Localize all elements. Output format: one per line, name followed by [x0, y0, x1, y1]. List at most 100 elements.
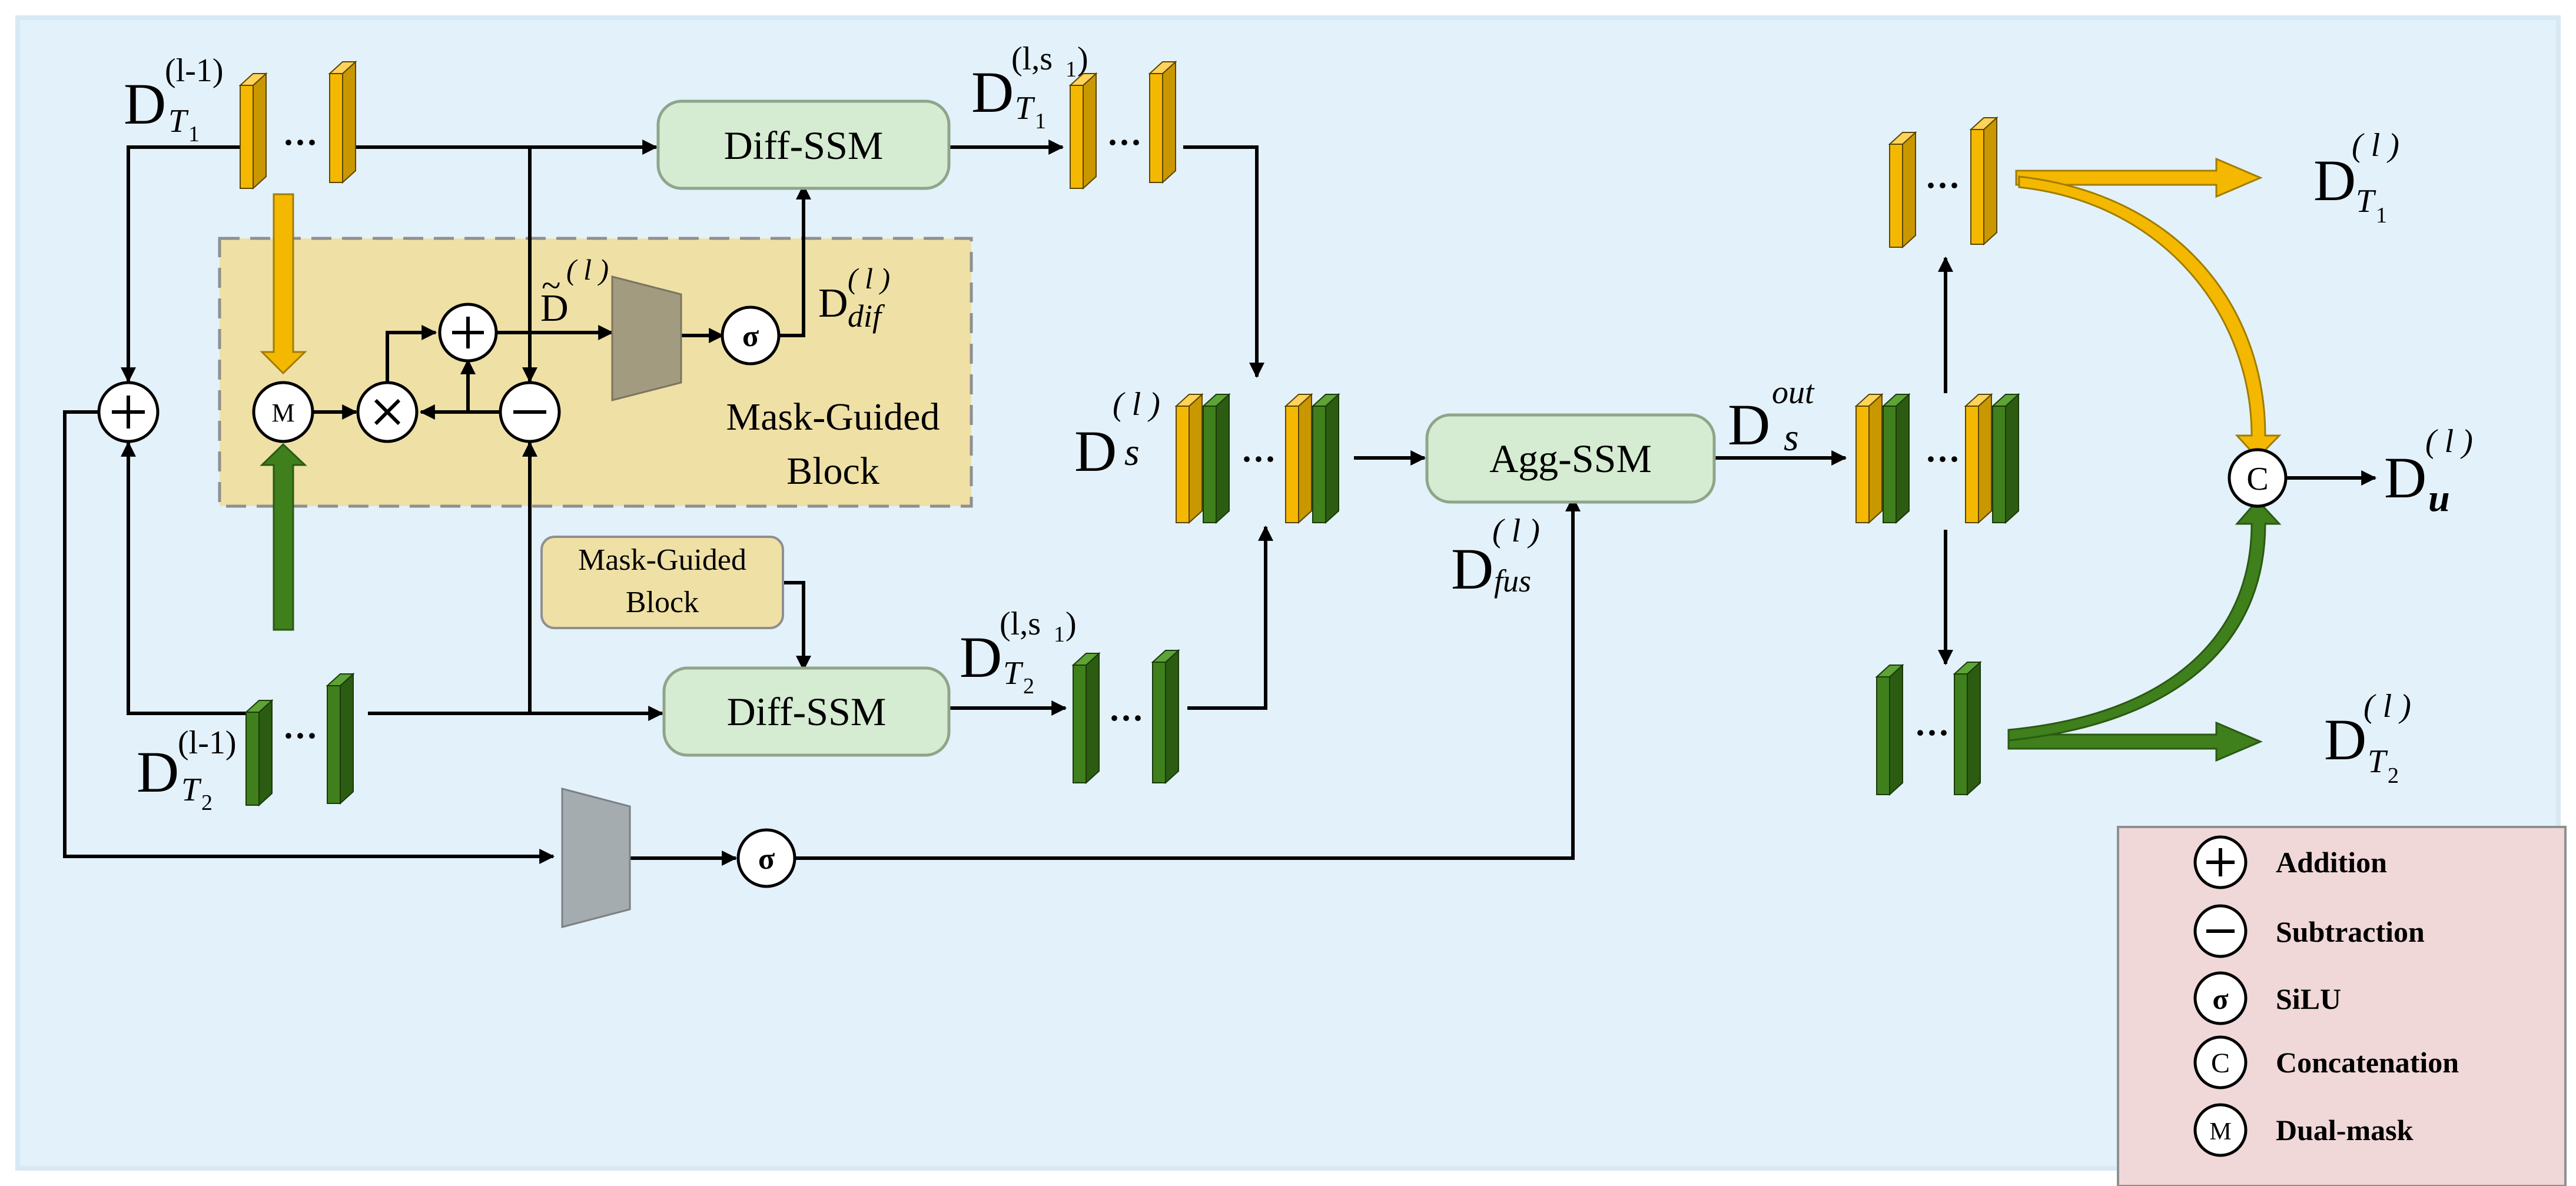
conv-trapezoid-taupe — [611, 275, 682, 401]
add-node-left — [97, 381, 160, 443]
silu-icon — [2193, 971, 2248, 1025]
label-d-t1-ls1-sup-close: ) — [1077, 41, 1088, 77]
label-d-s-main: D — [1074, 418, 1117, 484]
t1-mask-arrow — [260, 193, 307, 375]
label-d-t2-ls1: D (l,s 1 ) T 2 — [960, 606, 1077, 699]
t1-output-features: ··· — [1888, 116, 1999, 249]
label-d-u-sup: ( l ) — [2425, 423, 2473, 460]
label-d-t1-out: D ( l ) T 1 — [2313, 127, 2399, 228]
concatenation-icon — [2193, 1035, 2248, 1089]
t1-input-features: ··· — [238, 60, 357, 190]
label-d-dif-main: D — [818, 281, 848, 326]
silu-top-symbol: σ — [742, 320, 759, 353]
label-d-tilde-sup: ( l ) — [566, 253, 609, 286]
label-d-u-sub: u — [2428, 477, 2450, 520]
mask-guided-small-line1: Mask-Guided — [578, 543, 746, 577]
multiply-node — [356, 381, 419, 443]
label-d-t2-out-sup: ( l ) — [2363, 688, 2411, 725]
label-d-u-main: D — [2384, 445, 2426, 510]
label-d-t2-l-1-sub-2: 2 — [201, 790, 213, 815]
agg-ssm-label: Agg-SSM — [1489, 436, 1652, 481]
label-d-t1-out-sup: ( l ) — [2352, 127, 2399, 164]
label-d-t1-l-1: D (l-1) T 1 — [124, 52, 224, 147]
t2-diff-features: ··· — [1071, 649, 1180, 785]
label-d-tilde-main: D — [540, 287, 569, 330]
mask-guided-block-subtitle: Block — [786, 450, 879, 493]
legend-label-silu: SiLU — [2276, 982, 2341, 1015]
label-d-t1-out-sub-1: 1 — [2376, 203, 2387, 228]
label-d-t1-ls1-sup-sub: 1 — [1065, 57, 1077, 82]
label-d-s-out-sup: out — [1772, 374, 1815, 411]
diff-ssm-top-label: Diff-SSM — [724, 123, 884, 168]
ds-dots: ··· — [1241, 440, 1276, 479]
mask-guided-block-small: Mask-Guided Block — [540, 536, 784, 629]
t1-output-dots: ··· — [1925, 166, 1960, 205]
legend-label-subtraction: Subtraction — [2276, 915, 2425, 948]
label-d-dif-sup: ( l ) — [848, 262, 890, 295]
label-d-t2-l-1-sub-t: T — [181, 772, 202, 808]
legend-item-dual-mask: M Dual-mask — [2193, 1103, 2414, 1157]
legend-item-concatenation: C Concatenation — [2193, 1035, 2459, 1089]
label-d-t1-l-1-main: D — [124, 71, 166, 137]
label-d-t1-l-1-sub-t: T — [168, 103, 189, 139]
mask-node: M — [252, 381, 314, 443]
label-d-fus: D ( l ) fus — [1451, 513, 1540, 602]
legend-item-silu: σ SiLU — [2193, 971, 2341, 1025]
label-d-t2-ls1-sup-close: ) — [1065, 606, 1077, 642]
label-d-t1-ls1-sup: (l,s — [1011, 41, 1053, 77]
t1-diff-dots: ··· — [1107, 123, 1142, 162]
diff-ssm-bottom-label: Diff-SSM — [727, 689, 887, 734]
mask-input-arrows — [260, 193, 307, 631]
concat-symbol: C — [2211, 1048, 2230, 1079]
label-d-fus-sup: ( l ) — [1492, 513, 1540, 549]
label-d-t2-ls1-sup-sub: 1 — [1054, 622, 1065, 647]
mask-guided-small-line2: Block — [626, 586, 699, 619]
diff-ssm-top: Diff-SSM — [656, 99, 951, 190]
label-d-dif-sub: dif — [848, 298, 885, 334]
label-d-t2-out: D ( l ) T 2 — [2324, 688, 2411, 788]
t2-diff-dots: ··· — [1108, 699, 1144, 737]
label-d-t1-l-1-sup: (l-1) — [165, 52, 224, 89]
label-d-t2-out-sub-t: T — [2368, 743, 2388, 780]
label-d-fus-main: D — [1451, 536, 1493, 602]
label-d-t2-ls1-main: D — [960, 624, 1002, 690]
legend-item-addition: Addition — [2193, 835, 2387, 889]
subtract-node — [499, 381, 561, 443]
label-d-u: D ( l ) u — [2384, 423, 2473, 520]
label-d-dif: D ( l ) dif — [818, 262, 890, 334]
label-d-tilde: ~ D ( l ) — [540, 253, 609, 330]
silu-bottom-symbol: σ — [758, 842, 775, 876]
t2-mask-arrow — [260, 443, 307, 631]
label-d-t2-out-main: D — [2324, 707, 2366, 772]
label-d-t2-l-1: D (l-1) T 2 — [137, 725, 237, 815]
label-d-t1-out-main: D — [2313, 148, 2356, 213]
label-d-s-out-main: D — [1728, 392, 1770, 457]
label-d-t1-ls1-sub-1: 1 — [1035, 109, 1046, 134]
silu-node-top: σ — [721, 305, 781, 366]
silu-node-bottom: σ — [736, 828, 796, 888]
label-d-tilde-mark: ~ — [542, 266, 560, 305]
label-d-s-sup: ( l ) — [1113, 386, 1160, 423]
ds-out-features: ··· — [1854, 393, 2020, 524]
t2-output-dots: ··· — [1914, 713, 1950, 752]
concat-node: C — [2228, 448, 2288, 508]
dual-mask-icon — [2193, 1103, 2248, 1157]
t1-input-dots: ··· — [283, 123, 318, 162]
label-d-t1-ls1: D (l,s 1 ) T 1 — [971, 41, 1088, 134]
label-d-t2-ls1-sup: (l,s — [1000, 606, 1041, 642]
label-d-s-sub: s — [1124, 431, 1140, 474]
t2-output-arrow — [2007, 721, 2263, 762]
mask-guided-block-title: Mask-Guided — [726, 396, 940, 438]
ds-features: ··· — [1174, 393, 1340, 524]
label-d-fus-sub: fus — [1494, 563, 1531, 599]
t2-output-features: ··· — [1875, 660, 1982, 796]
dual-mask-symbol: M — [2209, 1118, 2231, 1145]
label-d-s-out: D out s — [1728, 374, 1815, 459]
t1-diff-features: ··· — [1068, 60, 1177, 190]
label-d-t2-out-sub-2: 2 — [2388, 763, 2399, 788]
legend: Addition Subtraction σ SiLU C Concatenat… — [2193, 835, 2459, 1157]
label-d-t1-l-1-sub-1: 1 — [188, 122, 200, 147]
diff-ssm-bottom: Diff-SSM — [662, 666, 951, 757]
legend-box — [2117, 826, 2567, 1186]
